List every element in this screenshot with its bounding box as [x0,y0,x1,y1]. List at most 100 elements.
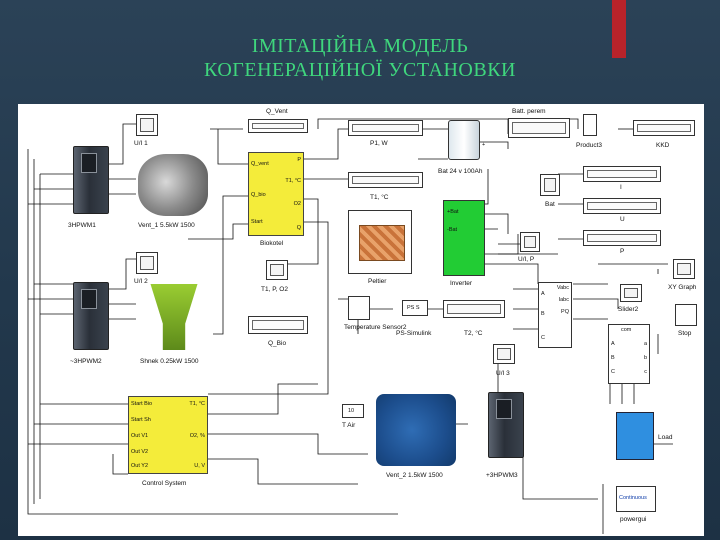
battery-icon[interactable] [448,120,480,160]
pwm-drive-2[interactable] [73,282,109,350]
display-t1[interactable] [348,172,423,188]
t-air-label: T Air [342,422,356,429]
inverter-label: Inverter [450,280,473,287]
powergui-block[interactable]: Continuous [616,486,656,512]
display-i[interactable] [583,166,661,182]
vent-1-motor-icon[interactable] [138,154,208,216]
peltier-block[interactable] [348,210,412,274]
control-port-in-1: Start Bio [131,401,153,407]
inverter-port-in-1: +Bat [447,209,459,215]
vent-2-fan-icon[interactable] [376,394,456,466]
control-system-label: Control System [142,480,187,487]
display-t2-label: T2, °C [464,330,483,337]
calc-port-out-vabc: Vabc [556,285,569,291]
inverter-block[interactable]: +Bat -Bat [443,200,485,276]
control-port-in-5: Out Y2 [131,463,149,469]
display-kkd[interactable] [633,120,695,136]
display-batt-perem-label: Batt. perem [512,108,546,115]
switch-label: com [621,327,632,333]
display-p[interactable] [583,230,661,246]
biokotel-port-out-2: T1, °C [285,178,301,184]
display-p-label: P [620,248,625,255]
breaker-switch-block[interactable]: com A B C a b c [608,324,650,384]
scope-t1-p-o2-label: T1, P, O2 [261,286,288,293]
peltier-label: Peltier [368,278,387,285]
powergui-mode: Continuous [619,495,647,501]
t-air-value: 10 [348,408,355,414]
drive-1-label: 3HPWM1 [68,222,96,229]
display-i-label: I [620,184,622,191]
scope-ui-2-label: U/I 2 [134,278,148,285]
scope-ui-1-label: U/I 1 [134,140,148,147]
load-block[interactable] [616,412,654,460]
slider-label: Slider2 [618,306,639,313]
scope-bat[interactable] [540,174,560,196]
pwm-drive-1[interactable] [73,146,109,214]
xy-graph-label: XY Graph [668,284,697,291]
scope-ui-3[interactable] [493,344,515,364]
ps-simulink-label: PS-Simulink [396,330,432,337]
biokotel-port-in-2: Q_bio [251,192,266,198]
accent-bar [612,0,626,58]
switch-port-b-lower: b [643,355,647,361]
switch-port-a-upper: A [611,341,615,347]
control-system-block[interactable]: Start Bio Start Sh Out V1 Out V2 Out Y2 … [128,396,208,474]
ps-simulink-text: PS S [407,305,420,311]
scope-bat-label: Bat [545,201,555,208]
scope-ui-3-label: U/I 3 [496,370,510,377]
drive-3-label: +3HPWM3 [486,472,518,479]
display-q-bio-label: Q_Bio [268,340,287,347]
temperature-sensor-block[interactable] [348,296,370,320]
display-q-vent[interactable] [248,119,308,133]
scope-ui-p-label: U/I, P [518,256,535,263]
inverter-port-in-2: -Bat [447,227,458,233]
biokotel-port-out-3: O2 [293,201,301,207]
control-port-in-4: Out V2 [131,449,149,455]
display-t2[interactable] [443,300,505,318]
switch-port-b-upper: B [611,355,615,361]
xy-graph-block[interactable] [673,259,695,279]
title-line-1: ІМІТАЦІЙНА МОДЕЛЬ [251,35,469,57]
display-t1-label: T1, °C [370,194,389,201]
switch-port-a-lower: a [643,341,647,347]
product-block[interactable] [583,114,597,136]
calc-port-in-a: A [541,291,545,297]
display-q-bio[interactable] [248,316,308,334]
calc-port-in-b: B [541,311,545,317]
t-air-constant[interactable]: 10 [342,404,364,418]
title-line-2: КОГЕНЕРАЦІЙНОЇ УСТАНОВКИ [204,59,516,81]
simulink-canvas: 3HPWM1 U/I 1 Vent_1 5.5kW 1500 Q_Vent Q_… [18,104,704,536]
pwm-drive-3[interactable] [488,392,524,458]
control-port-in-3: Out V1 [131,433,149,439]
ps-simulink-block[interactable]: PS S [402,300,428,316]
display-batt-perem[interactable] [508,118,570,138]
display-p1-label: P1, W [370,140,388,147]
vent-2-label: Vent_2 1.5kW 1500 [386,472,443,479]
biokotel-port-in-1: Q_vent [251,161,269,167]
slider-block[interactable] [620,284,642,302]
control-port-out-3: U, V [194,463,205,469]
biokotel-block[interactable]: Q_vent Q_bio Start P T1, °C O2 Q [248,152,304,236]
calc-port-in-c: C [541,335,545,341]
scope-t1-p-o2[interactable] [266,260,288,280]
battery-label: Bat 24 v 100Ah [438,168,483,175]
display-u[interactable] [583,198,661,214]
load-label: Load [658,434,673,441]
scope-ui-2[interactable] [136,252,158,274]
control-port-in-2: Start Sh [131,417,151,423]
stop-label: Stop [678,330,692,337]
display-p1[interactable] [348,120,423,136]
shnek-label: Shnek 0.25kW 1500 [140,358,199,365]
control-port-out-2: O2, % [189,433,205,439]
biokotel-port-out-1: P [297,157,301,163]
biokotel-port-in-3: Start [251,219,263,225]
display-kkd-label: KKD [656,142,670,149]
battery-port: + [482,142,486,148]
scope-ui-p[interactable] [520,232,540,252]
scope-ui-1[interactable] [136,114,158,136]
vi-measurement-block[interactable]: A B C Vabc Iabc PQ [538,282,572,348]
slide-title: ІМІТАЦІЙНА МОДЕЛЬ КОГЕНЕРАЦІЙНОЇ УСТАНОВ… [0,34,720,82]
display-u-label: U [620,216,625,223]
stop-block[interactable] [675,304,697,326]
powergui-label: powergui [620,516,647,523]
